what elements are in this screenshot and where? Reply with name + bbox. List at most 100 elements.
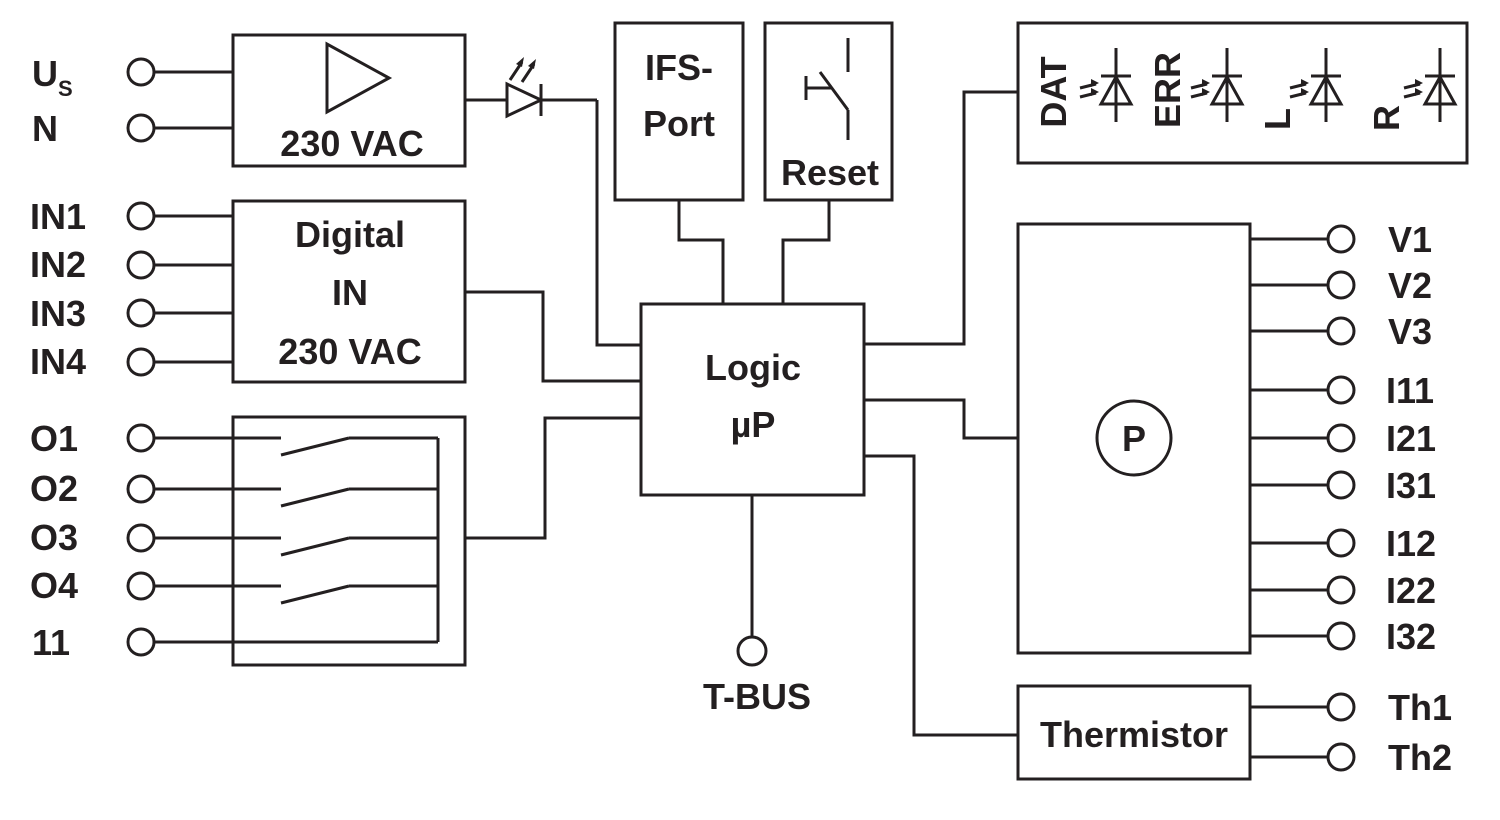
terminal-circle-icon [1326,316,1356,346]
terminal-circle-icon [126,57,156,87]
led-r-icon [1403,48,1458,122]
terminal-circle-icon [1326,375,1356,405]
logic-to-meter-line [864,398,1018,440]
terminal-label-tbus: T-BUS [703,676,811,717]
terminal-circle-icon [126,298,156,328]
led-err-icon [1190,48,1245,122]
terminal-circle-icon [126,423,156,453]
terminal-label-11: 11 [32,622,70,663]
led-dat-icon [1079,48,1134,122]
terminal-label-us: US [32,53,73,101]
terminal-circle-icon [126,523,156,553]
ifs-port-block [613,21,745,202]
terminal-circle-icon [126,201,156,231]
terminal-circle-icon [126,250,156,280]
terminal-o4: O4 [30,565,438,606]
terminal-label-v2: V2 [1388,265,1432,306]
terminal-th1: Th1 [1250,687,1452,728]
terminal-label-i22: I22 [1386,570,1436,611]
digital-input-label-line3: 230 VAC [278,331,421,372]
led-label-l: L [1257,108,1298,130]
relay-contact-icon [280,584,350,605]
terminal-label-in4: IN4 [30,341,86,382]
terminal-v2: V2 [1250,265,1432,306]
relay-contact-icon [280,536,350,557]
led-dat: DAT [1033,48,1134,128]
terminal-label-in1: IN1 [30,196,86,237]
relay-to-logic-line [465,416,641,540]
relay-output-block [231,415,467,667]
led-err: ERR [1147,48,1245,128]
terminal-o1: O1 [30,418,438,459]
digital-input-label-line2: IN [332,272,368,313]
led-label-r: R [1366,105,1407,131]
logic-label-line1: Logic [705,347,801,388]
terminal-circle-icon [1326,575,1356,605]
terminal-circle-icon [126,113,156,143]
terminal-i11: I11 [1250,370,1434,411]
terminal-11: 11 [32,622,438,663]
terminal-us: US [32,53,233,101]
led-l: L [1257,48,1344,130]
terminal-label-v1: V1 [1388,219,1432,260]
digital-input-label-line1: Digital [295,214,405,255]
reset-switch-icon [804,38,850,140]
thermistor-label: Thermistor [1040,714,1228,755]
logic-label-line2: µP [731,404,776,445]
terminal-circle-icon [126,571,156,601]
terminal-label-o3: O3 [30,517,78,558]
terminal-i12: I12 [1250,523,1436,564]
terminal-circle-icon [126,627,156,657]
terminal-label-i32: I32 [1386,616,1436,657]
logic-to-thermistor-line [864,454,1018,737]
power-led-icon [465,57,597,119]
digital-input-block [231,199,467,384]
terminal-circle-icon [1326,528,1356,558]
ifs-to-logic-line [677,200,725,304]
terminal-label-i11: I11 [1386,370,1434,411]
terminal-circle-icon [1326,621,1356,651]
thermistor-block [1016,684,1252,781]
terminal-label-n: N [32,108,58,149]
led-l-icon [1289,48,1344,122]
power-to-logic-line [595,100,641,347]
terminal-o2: O2 [30,468,438,509]
terminal-i31: I31 [1250,465,1436,506]
digital-to-logic-line [465,290,641,383]
ifs-port-label-line1: IFS- [645,47,713,88]
terminal-in2: IN2 [30,244,233,285]
terminal-label-o2: O2 [30,468,78,509]
led-label-dat: DAT [1033,56,1074,127]
terminal-label-th1: Th1 [1388,687,1452,728]
reset-to-logic-line [781,200,831,304]
reset-block [763,21,894,202]
terminal-in3: IN3 [30,293,233,334]
terminal-label-i21: I21 [1386,418,1436,459]
terminal-in4: IN4 [30,341,233,382]
terminal-label-i12: I12 [1386,523,1436,564]
terminal-label-in3: IN3 [30,293,86,334]
terminal-label-in2: IN2 [30,244,86,285]
terminal-circle-icon [1326,224,1356,254]
power-supply-label: 230 VAC [280,123,423,164]
terminal-label-o1: O1 [30,418,78,459]
terminal-v3: V3 [1250,311,1432,352]
terminal-circle-icon [1326,470,1356,500]
terminal-circle-icon [1326,692,1356,722]
terminal-circle-icon [1326,742,1356,772]
terminal-circle-icon [1326,270,1356,300]
terminal-v1: V1 [1250,219,1432,260]
terminal-th2: Th2 [1250,737,1452,778]
terminal-i21: I21 [1250,418,1436,459]
ifs-port-label-line2: Port [643,103,715,144]
terminal-n: N [32,108,233,149]
terminal-o3: O3 [30,517,438,558]
relay-contact-icon [280,487,350,508]
power-meter-symbol-icon [1095,399,1173,477]
terminal-label-th2: Th2 [1388,737,1452,778]
relay-contact-icon [280,436,350,457]
terminal-label-o4: O4 [30,565,78,606]
terminal-circle-icon [736,635,768,667]
terminal-circle-icon [126,347,156,377]
